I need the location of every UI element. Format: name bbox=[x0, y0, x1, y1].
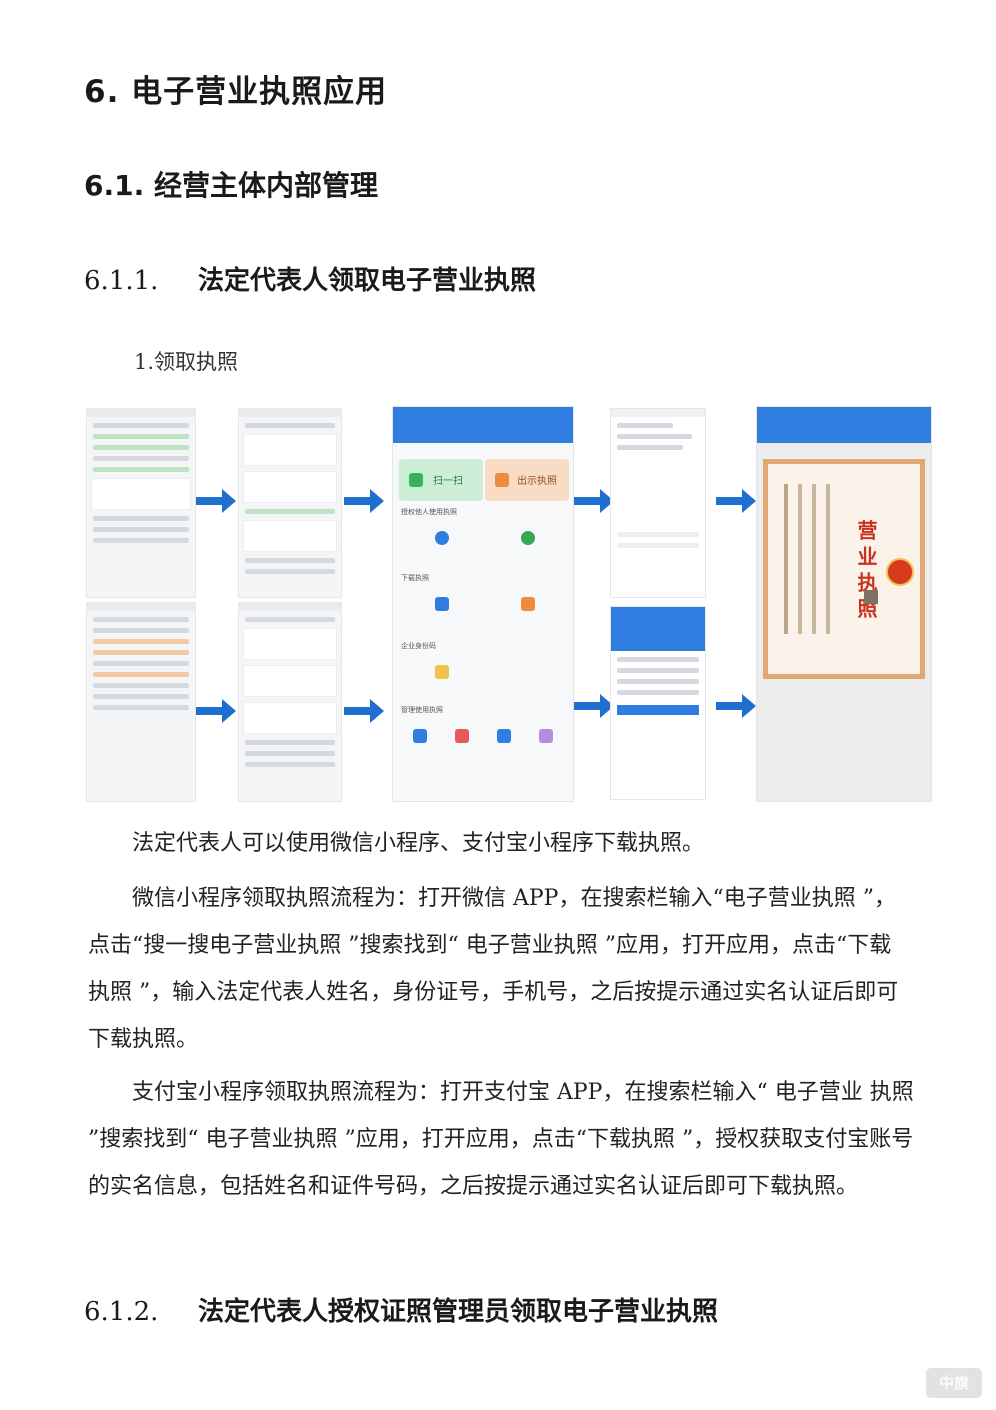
section-heading-6-1-2: 6.1.2. 法定代表人授权证照管理员领取电子营业执照 bbox=[84, 1291, 718, 1328]
gear-icon bbox=[497, 729, 511, 743]
person-icon bbox=[435, 531, 449, 545]
phone-screen-face-auth bbox=[610, 606, 706, 800]
arrow-right-icon bbox=[716, 694, 756, 718]
phone-screen-wechat-results bbox=[238, 408, 342, 598]
watermark-logo: 中旗 bbox=[926, 1368, 982, 1398]
arrow-right-icon bbox=[574, 694, 614, 718]
qr-icon bbox=[864, 590, 878, 604]
section-label: 授权他人使用执照 bbox=[401, 508, 457, 516]
phone-screen-license: 营业执照 bbox=[756, 406, 932, 802]
paragraph-text: 微信小程序领取执照流程为：打开微信 APP，在搜索栏输入“电子营业执照 ”，点击… bbox=[88, 886, 899, 1052]
paragraph-text: 支付宝小程序领取执照流程为：打开支付宝 APP，在搜索栏输入“ 电子营业 执照 … bbox=[88, 1080, 914, 1199]
arrow-right-icon bbox=[344, 489, 384, 513]
tile-label: 出示执照 bbox=[517, 476, 557, 487]
license-title: 营业执照 bbox=[854, 520, 878, 624]
phone-screen-app-home: 扫一扫 出示执照 授权他人使用执照 下载执照 企业身份码 管理使用执照 bbox=[392, 406, 574, 802]
download-icon bbox=[521, 597, 535, 611]
phone-screen-identity-input bbox=[610, 408, 706, 598]
arrow-right-icon bbox=[574, 489, 614, 513]
show-license-icon bbox=[495, 473, 509, 487]
section-heading-6-1-1: 6.1.1. 法定代表人领取电子营业执照 bbox=[84, 260, 536, 297]
arrow-right-icon bbox=[716, 489, 756, 513]
arrow-right-icon bbox=[196, 489, 236, 513]
heading-number: 6.1.2. bbox=[84, 1297, 159, 1327]
paragraph-text: 法定代表人可以使用微信小程序、支付宝小程序下载执照。 bbox=[132, 831, 705, 856]
gear-icon bbox=[413, 729, 427, 743]
scan-icon bbox=[409, 473, 423, 487]
paragraph: 微信小程序领取执照流程为：打开微信 APP，在搜索栏输入“电子营业执照 ”，点击… bbox=[88, 875, 900, 1063]
show-license-tile: 出示执照 bbox=[485, 459, 569, 501]
arrow-right-icon bbox=[344, 699, 384, 723]
national-emblem-icon bbox=[886, 558, 914, 586]
gear-icon bbox=[539, 729, 553, 743]
arrow-right-icon bbox=[196, 699, 236, 723]
tile-label: 扫一扫 bbox=[433, 476, 463, 487]
phone-screen-alipay-results bbox=[238, 602, 342, 802]
person-icon bbox=[521, 531, 535, 545]
gear-icon bbox=[455, 729, 469, 743]
flow-figure: 扫一扫 出示执照 授权他人使用执照 下载执照 企业身份码 管理使用执照 bbox=[86, 406, 932, 802]
section-heading-6: 6. 电子营业执照应用 bbox=[84, 74, 388, 110]
phone-screen-wechat-search bbox=[86, 408, 196, 598]
section-heading-6-1: 6.1. 经营主体内部管理 bbox=[84, 169, 378, 202]
business-license: 营业执照 bbox=[763, 459, 925, 679]
paragraph: 支付宝小程序领取执照流程为：打开支付宝 APP，在搜索栏输入“ 电子营业 执照 … bbox=[88, 1069, 918, 1210]
section-label: 管理使用执照 bbox=[401, 706, 443, 714]
section-label: 下载执照 bbox=[401, 574, 429, 582]
scan-tile: 扫一扫 bbox=[399, 459, 483, 501]
section-label: 企业身份码 bbox=[401, 642, 436, 650]
phone-screen-alipay-search bbox=[86, 602, 196, 802]
step-label: 1.领取执照 bbox=[134, 350, 239, 374]
paragraph: 法定代表人可以使用微信小程序、支付宝小程序下载执照。 bbox=[88, 820, 918, 867]
download-icon bbox=[435, 597, 449, 611]
heading-number: 6.1.1. bbox=[84, 266, 159, 296]
heading-text: 法定代表人领取电子营业执照 bbox=[198, 266, 537, 296]
qr-icon bbox=[435, 665, 449, 679]
heading-text: 法定代表人授权证照管理员领取电子营业执照 bbox=[198, 1297, 719, 1327]
